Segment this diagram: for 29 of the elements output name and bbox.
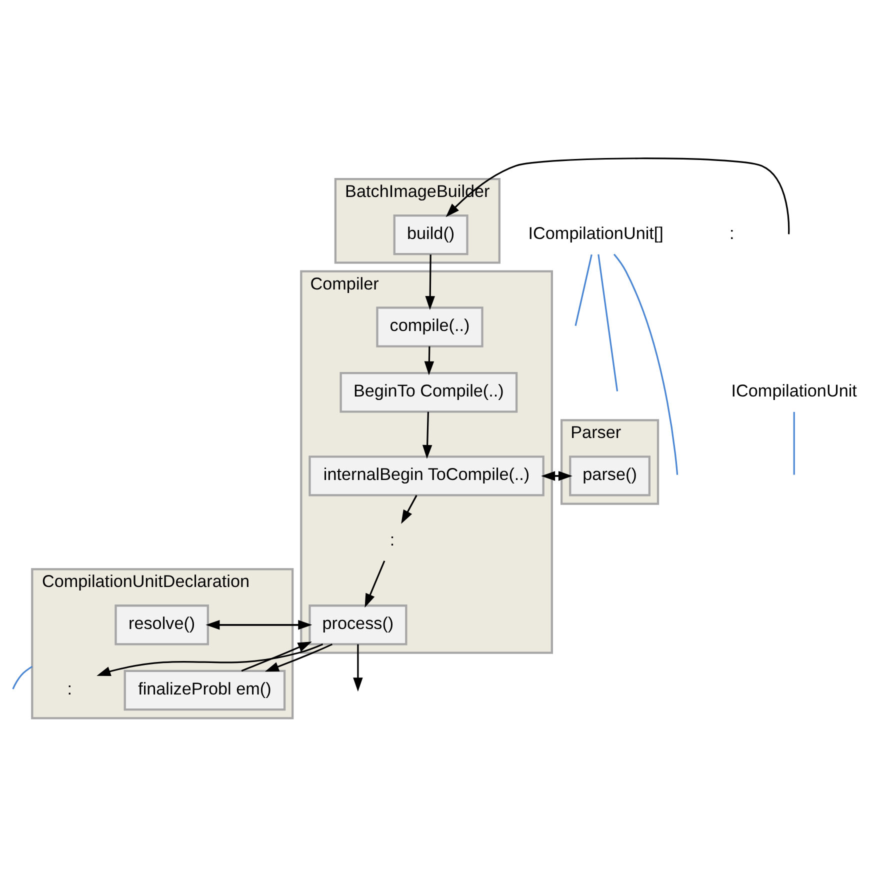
node-box: parse() <box>569 456 650 496</box>
arrow <box>264 644 333 672</box>
arrow <box>364 560 386 608</box>
node-box: BeginTo Compile(..) <box>340 372 518 413</box>
node-box: finalizeProbl em() <box>124 670 286 711</box>
arrow <box>424 346 434 376</box>
connector <box>793 412 795 475</box>
connector <box>613 254 678 475</box>
arrow <box>425 254 435 310</box>
connector <box>574 254 592 326</box>
connector <box>12 666 33 690</box>
arrow <box>241 642 312 672</box>
arrow <box>422 412 432 459</box>
node-box: build() <box>393 214 468 256</box>
node-box: compile(..) <box>376 306 484 348</box>
node-box: process() <box>308 604 408 646</box>
node-text: : <box>67 678 72 698</box>
arrow <box>446 158 790 234</box>
node-box: internalBegin ToCompile(..) <box>308 456 544 496</box>
arrow <box>96 643 324 676</box>
arrow <box>401 494 418 524</box>
connector <box>598 254 618 392</box>
node-box: resolve() <box>114 604 209 646</box>
arrow <box>541 471 570 481</box>
label: : <box>730 222 734 243</box>
node-text: ICompilationUnit[] <box>528 222 664 243</box>
node-text: : <box>390 529 395 550</box>
node-text: ICompilationUnit <box>731 380 857 400</box>
arrow <box>353 644 363 692</box>
